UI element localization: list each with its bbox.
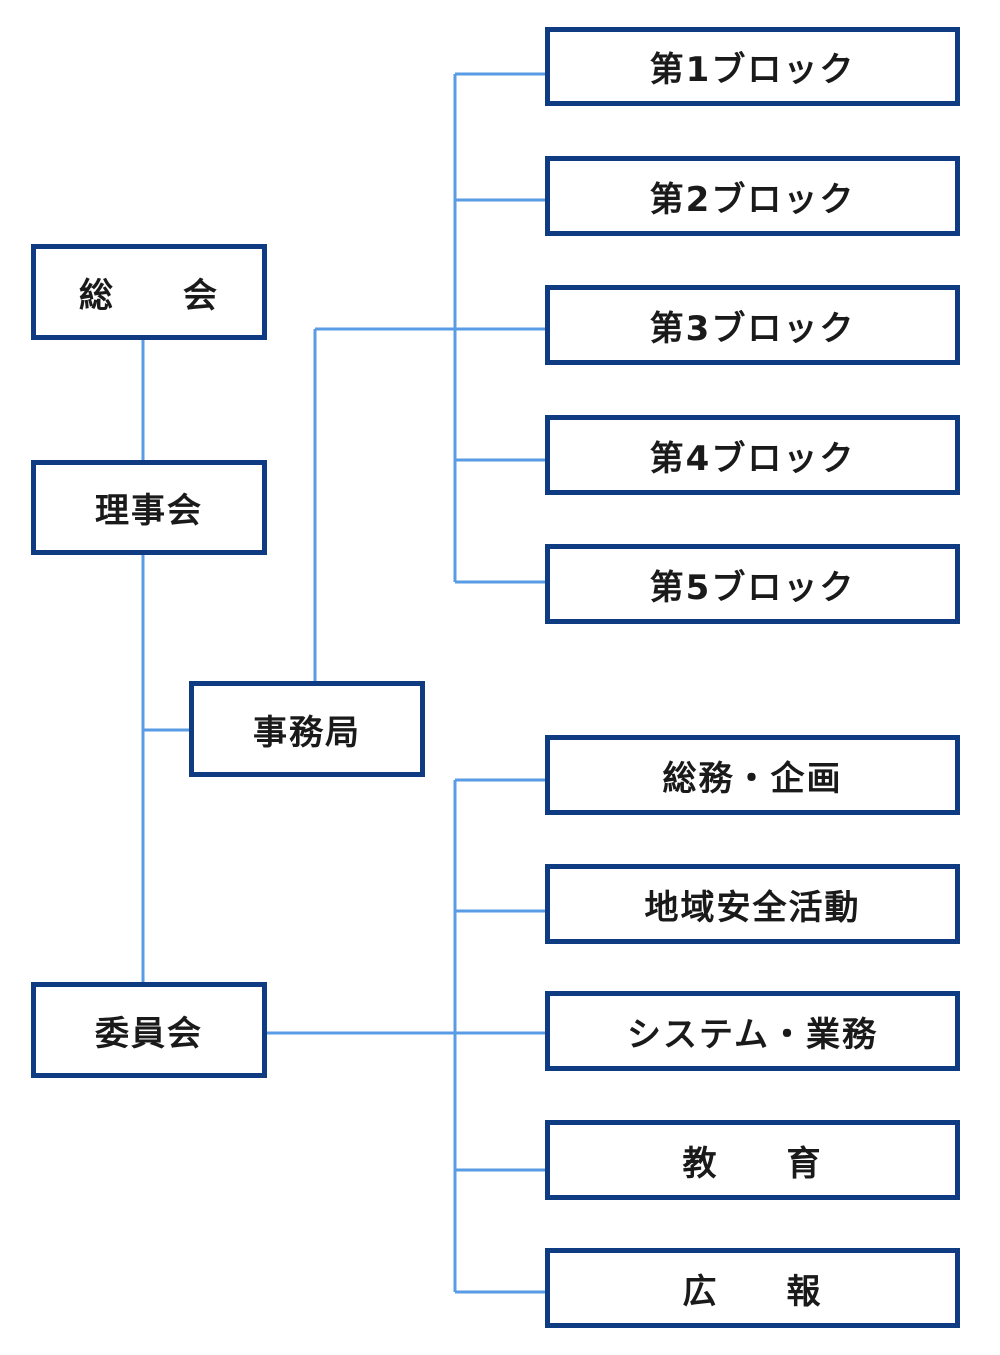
node-committee-system: システム・業務 <box>545 991 960 1071</box>
node-committee-kyouiku-char-1: 教 <box>682 1143 719 1184</box>
node-committee-kyouiku-label: 教 育 <box>683 1136 823 1185</box>
node-committee-kouhou-label: 広 報 <box>683 1264 823 1313</box>
node-committee-soumu-label: 総務・企画 <box>662 758 843 799</box>
node-block-5: 第5ブロック <box>545 544 960 624</box>
node-soukai-char-1: 総 <box>79 275 115 316</box>
node-iinkai: 委員会 <box>31 982 267 1078</box>
node-rijikai-label: 理事会 <box>95 491 203 531</box>
node-rijikai: 理事会 <box>31 460 267 555</box>
node-block-3: 第3ブロック <box>545 285 960 365</box>
node-committee-soumu: 総務・企画 <box>545 735 960 815</box>
node-soukai-char-2: 会 <box>183 275 219 316</box>
node-committee-chiiki: 地域安全活動 <box>545 864 960 944</box>
node-committee-kouhou-char-2: 報 <box>786 1271 823 1312</box>
node-block-1: 第1ブロック <box>545 27 960 106</box>
node-block-3-label: 第3ブロック <box>649 308 856 349</box>
node-committee-kyouiku-char-2: 育 <box>786 1143 823 1184</box>
node-block-4-label: 第4ブロック <box>649 438 856 479</box>
node-iinkai-label: 委員会 <box>95 1013 203 1054</box>
node-block-2-label: 第2ブロック <box>649 179 856 220</box>
node-block-5-label: 第5ブロック <box>649 567 856 608</box>
node-jimukyoku: 事務局 <box>189 681 425 777</box>
node-block-2: 第2ブロック <box>545 156 960 236</box>
node-soukai: 総 会 <box>31 244 267 340</box>
node-committee-kouhou: 広 報 <box>545 1248 960 1328</box>
node-committee-kyouiku: 教 育 <box>545 1120 960 1200</box>
node-block-4: 第4ブロック <box>545 415 960 495</box>
node-jimukyoku-label: 事務局 <box>253 712 361 753</box>
node-committee-kouhou-char-1: 広 <box>682 1271 719 1312</box>
node-block-1-label: 第1ブロック <box>649 50 856 90</box>
node-committee-chiiki-label: 地域安全活動 <box>644 887 861 928</box>
node-soukai-label: 総 会 <box>79 268 219 317</box>
node-committee-system-label: システム・業務 <box>627 1014 878 1055</box>
